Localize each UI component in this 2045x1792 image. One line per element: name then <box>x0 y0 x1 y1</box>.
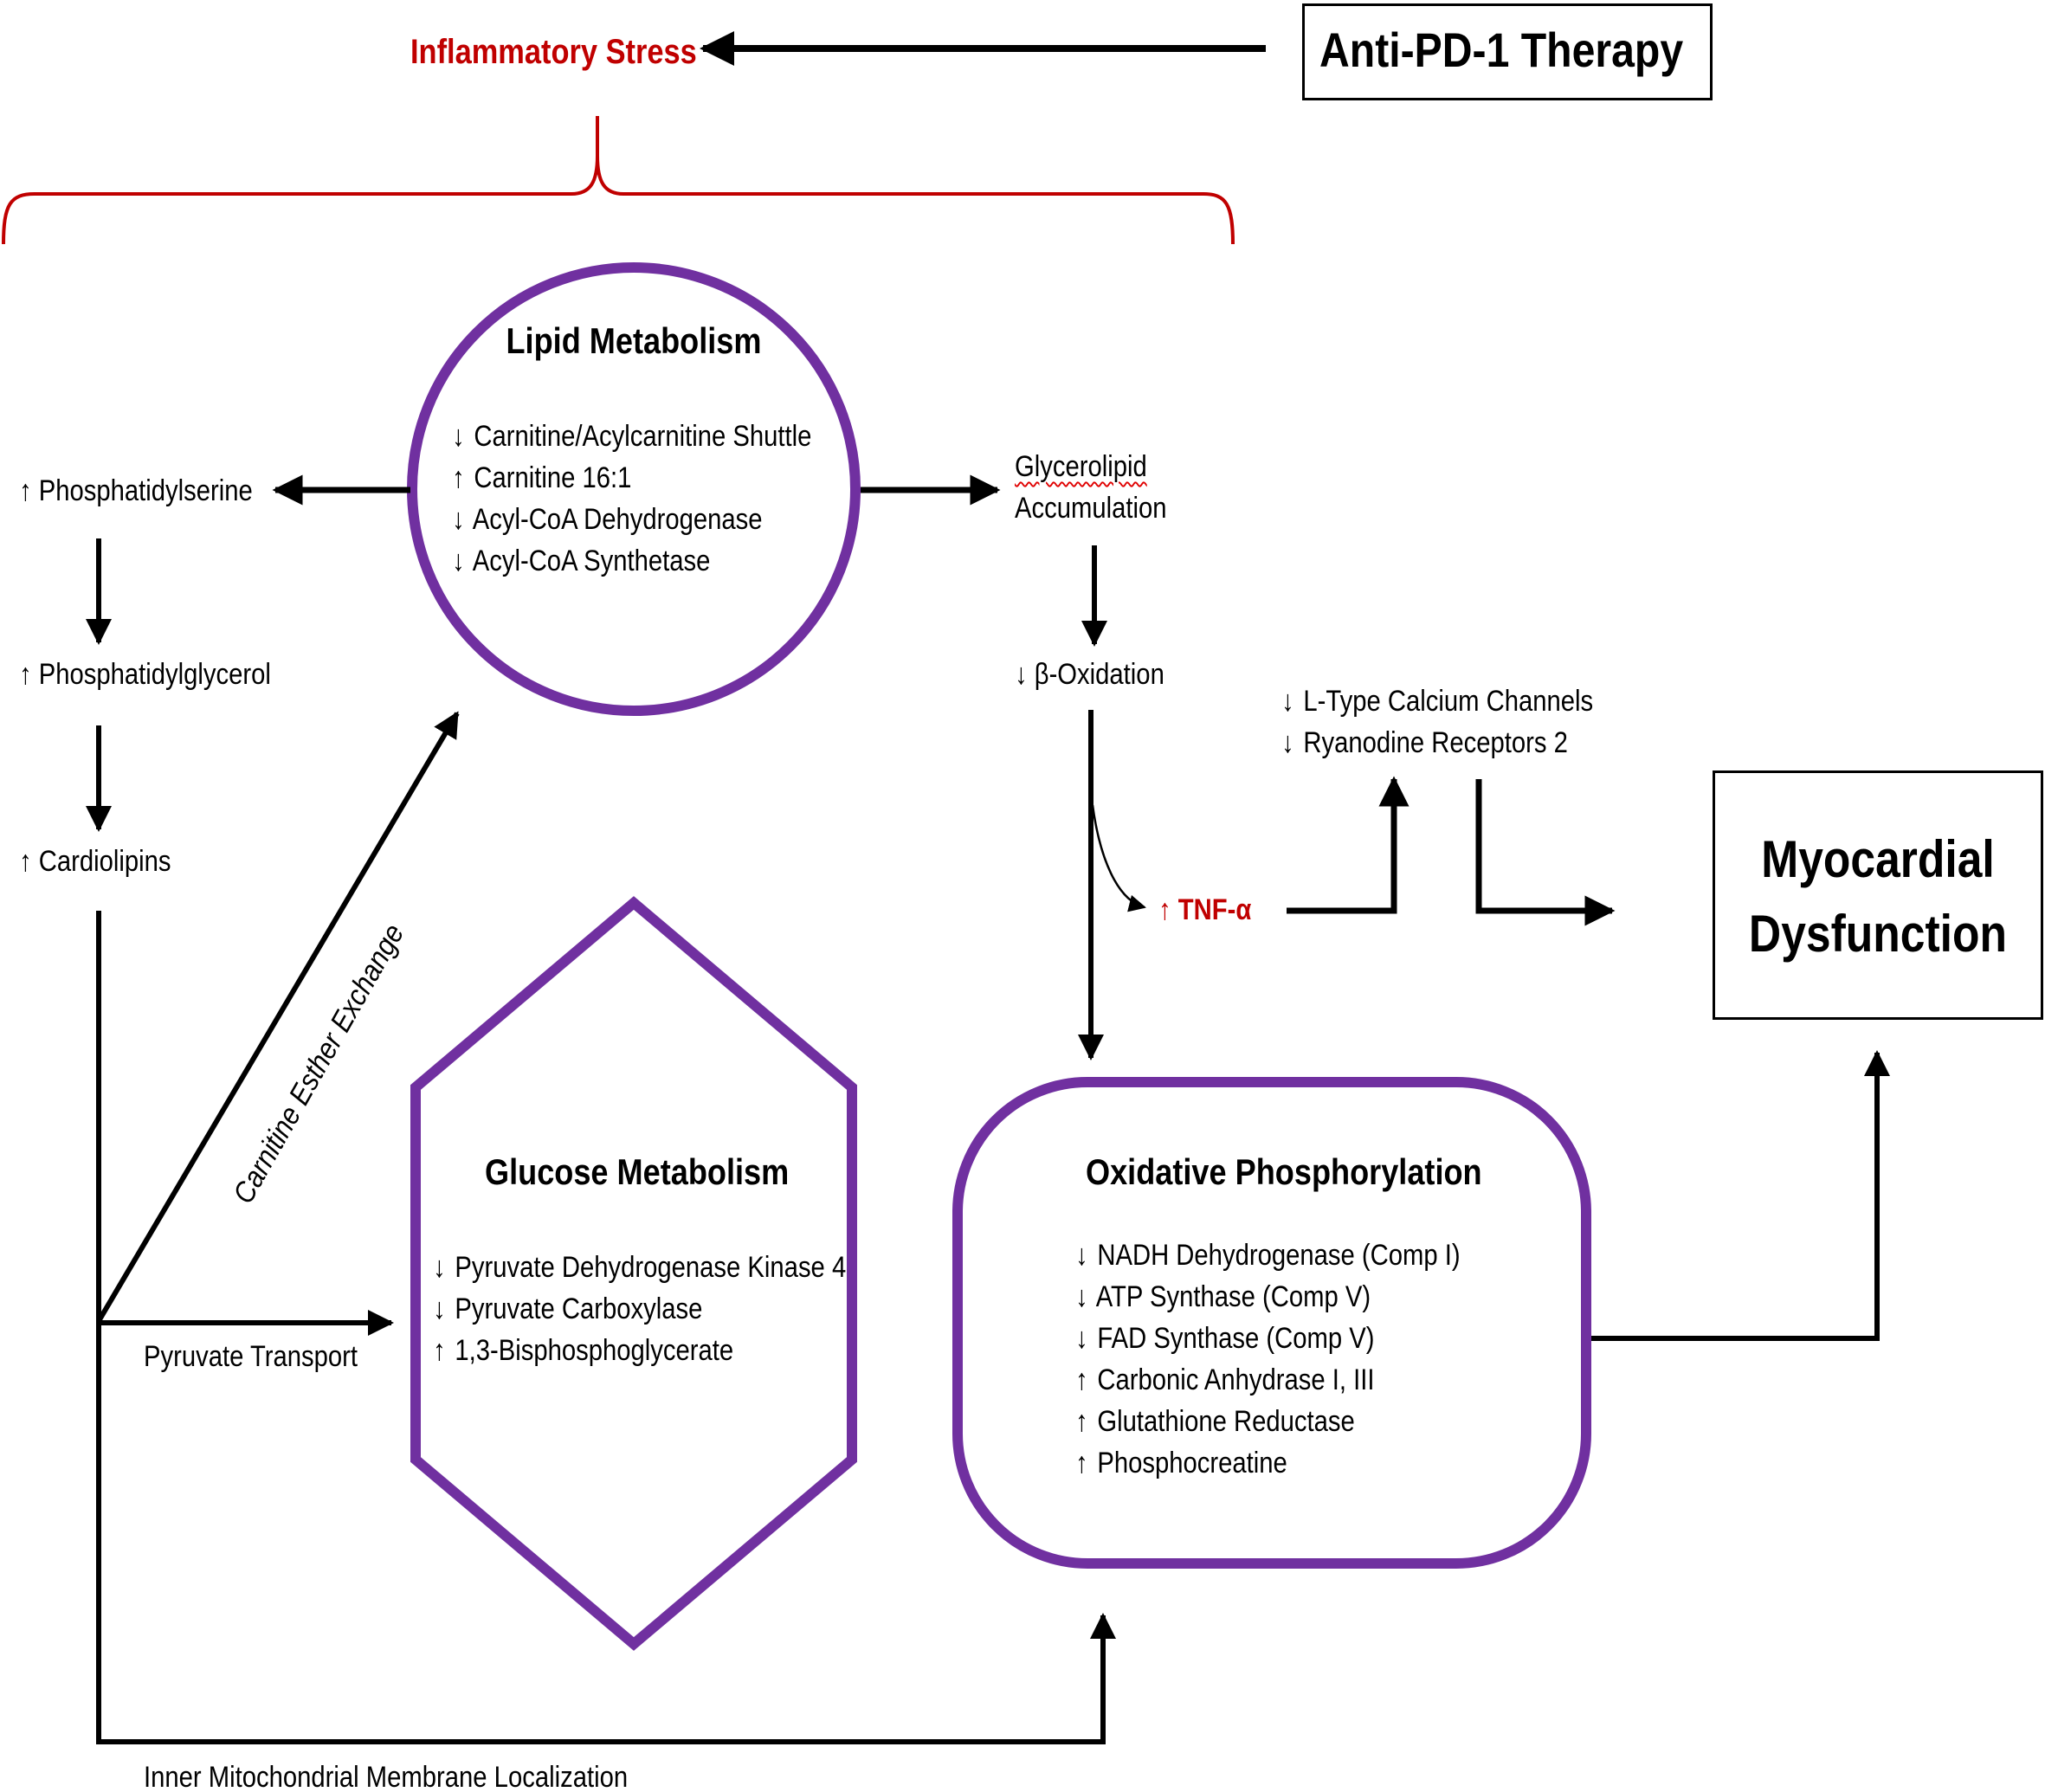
lipid-item: ↓ Acyl-CoA Dehydrogenase <box>452 499 811 540</box>
glucose-title: Glucose Metabolism <box>485 1151 790 1192</box>
lipid-title: Lipid Metabolism <box>506 320 762 361</box>
oxphos-item-label: ATP Synthase (Comp V) <box>1095 1280 1371 1313</box>
therapy-box <box>1302 3 1713 100</box>
oxidative-phosphorylation-box <box>952 1077 1591 1569</box>
lipid-item-label: Acyl-CoA Dehydrogenase <box>472 503 763 536</box>
glucose-metabolism-hexagon <box>410 896 857 1651</box>
glucose-item-label: Pyruvate Carboxylase <box>455 1292 703 1325</box>
oxphos-item-label: NADH Dehydrogenase (Comp I) <box>1097 1239 1461 1272</box>
oxphos-item: ↓ ATP Synthase (Comp V) <box>1075 1276 1461 1318</box>
oxphos-item: ↑ Phosphocreatine <box>1075 1442 1461 1484</box>
pyruvate-transport-label: Pyruvate Transport <box>144 1340 358 1373</box>
oxphos-item: ↑ Carbonic Anhydrase I, III <box>1075 1359 1461 1401</box>
inflammatory-brace <box>2 116 1235 245</box>
arrow-calcium-to-dysfunction <box>1475 779 1616 926</box>
myocardial-dysfunction-box <box>1713 770 2043 1020</box>
oxphos-item-label: Glutathione Reductase <box>1097 1405 1355 1438</box>
direction-arrow: ↓ <box>433 1292 446 1325</box>
oxphos-list: ↓ NADH Dehydrogenase (Comp I) ↓ ATP Synt… <box>1075 1234 1461 1484</box>
membrane-localization-label: Inner Mitochondrial Membrane Localizatio… <box>144 1761 629 1792</box>
direction-arrow: ↓ <box>452 420 465 453</box>
direction-arrow: ↑ <box>452 461 465 494</box>
lipid-metabolism-circle <box>407 262 861 716</box>
dysfunction-label: Dysfunction <box>1748 905 2008 963</box>
lipid-item: ↑ Carnitine 16:1 <box>452 457 811 499</box>
direction-arrow: ↑ <box>1075 1405 1088 1438</box>
tnf-text: TNF-α <box>1177 893 1252 926</box>
calcium-item-label: Ryanodine Receptors 2 <box>1303 726 1568 759</box>
direction-arrow: ↓ <box>1075 1280 1088 1313</box>
lipid-item-label: Acyl-CoA Synthetase <box>472 545 711 577</box>
calcium-item: ↓ L-Type Calcium Channels <box>1281 680 1593 722</box>
direction-arrow: ↓ <box>1281 726 1294 759</box>
accumulation-label: Accumulation <box>1015 492 1167 525</box>
calcium-item: ↓ Ryanodine Receptors 2 <box>1281 722 1593 764</box>
lipid-item: ↓ Carnitine/Acylcarnitine Shuttle <box>452 416 811 457</box>
direction-arrow: ↓ <box>1075 1239 1088 1272</box>
cardiolipins-label: ↑ Cardiolipins <box>19 845 171 878</box>
arrow-carnitine-exchange <box>96 711 460 1323</box>
tnf-arrow: ↑ <box>1158 893 1171 926</box>
arrow-oxphos-to-dysfunction <box>1591 1050 1890 1341</box>
myocardial-label: Myocardial <box>1761 830 1995 888</box>
direction-arrow: ↓ <box>1075 1322 1088 1355</box>
therapy-label: Anti-PD-1 Therapy <box>1319 23 1684 77</box>
lipid-item-label: Carnitine/Acylcarnitine Shuttle <box>474 420 812 453</box>
beta-oxidation-label: ↓ β-Oxidation <box>1015 658 1164 691</box>
direction-arrow: ↑ <box>433 1334 446 1367</box>
calcium-item-label: L-Type Calcium Channels <box>1303 685 1594 718</box>
oxphos-item-label: Phosphocreatine <box>1097 1447 1287 1479</box>
oxphos-item-label: Carbonic Anhydrase I, III <box>1097 1363 1375 1396</box>
glucose-item: ↑ 1,3-Bisphosphoglycerate <box>433 1330 846 1371</box>
direction-arrow: ↓ <box>1281 685 1294 718</box>
glucose-list: ↓ Pyruvate Dehydrogenase Kinase 4 ↓ Pyru… <box>433 1247 846 1371</box>
direction-arrow: ↓ <box>452 545 465 577</box>
direction-arrow: ↑ <box>1075 1447 1088 1479</box>
direction-arrow: ↓ <box>452 503 465 536</box>
oxphos-title: Oxidative Phosphorylation <box>1086 1151 1482 1192</box>
calcium-list: ↓ L-Type Calcium Channels ↓ Ryanodine Re… <box>1281 680 1593 764</box>
oxphos-item: ↑ Glutathione Reductase <box>1075 1401 1461 1442</box>
arrow-membrane-localization <box>96 911 1116 1744</box>
glucose-item-label: 1,3-Bisphosphoglycerate <box>455 1334 734 1367</box>
glycerolipid-label: Glycerolipid <box>1015 452 1147 481</box>
glucose-item-label: Pyruvate Dehydrogenase Kinase 4 <box>455 1251 847 1284</box>
glucose-item: ↓ Pyruvate Dehydrogenase Kinase 4 <box>433 1247 846 1288</box>
arrow-tnf-to-calcium <box>1287 776 1410 914</box>
glucose-item: ↓ Pyruvate Carboxylase <box>433 1288 846 1330</box>
phosphatidylserine-label: ↑ Phosphatidylserine <box>19 474 253 507</box>
oxphos-item: ↓ NADH Dehydrogenase (Comp I) <box>1075 1234 1461 1276</box>
inflammatory-stress-label: Inflammatory Stress <box>410 33 697 71</box>
lipid-item: ↓ Acyl-CoA Synthetase <box>452 540 811 582</box>
oxphos-item: ↓ FAD Synthase (Comp V) <box>1075 1318 1461 1359</box>
lipid-item-label: Carnitine 16:1 <box>474 461 632 494</box>
phosphatidylglycerol-label: ↑ Phosphatidylglycerol <box>19 658 271 691</box>
direction-arrow: ↓ <box>433 1251 446 1284</box>
oxphos-item-label: FAD Synthase (Comp V) <box>1097 1322 1375 1355</box>
lipid-list: ↓ Carnitine/Acylcarnitine Shuttle ↑ Carn… <box>452 416 811 582</box>
direction-arrow: ↑ <box>1075 1363 1088 1396</box>
glycerolipid-text: Glycerolipid <box>1015 450 1147 483</box>
arrow-beta-oxidation-to-tnf <box>1091 804 1146 912</box>
tnf-label: ↑ TNF-α <box>1158 895 1251 925</box>
